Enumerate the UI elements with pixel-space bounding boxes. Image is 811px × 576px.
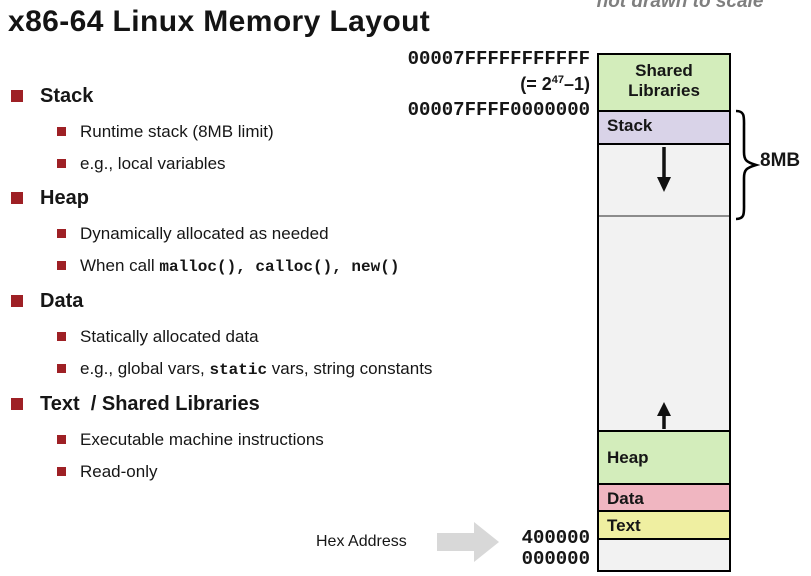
not-to-scale-note: not drawn to scale: [596, 0, 764, 12]
bullet-item-text: Dynamically allocated as needed: [80, 224, 329, 243]
segment-label-data: Data: [607, 489, 644, 508]
formula-prefix: (= 2: [520, 74, 552, 94]
bullet-item: Runtime stack (8MB limit): [55, 122, 596, 142]
segment-below-text: [599, 540, 729, 570]
segment-label-text: Text: [607, 516, 641, 535]
segment-stack: Stack: [599, 112, 729, 145]
bullet-item-text: When call malloc(), calloc(), new(): [80, 256, 400, 276]
segment-unallocated-region: [599, 217, 729, 432]
formula-exponent: 47: [551, 74, 564, 86]
level2-bullet-icon: [57, 332, 66, 341]
level2-bullet-icon: [57, 229, 66, 238]
bullet-item-text: e.g., global vars, static vars, string c…: [80, 359, 433, 379]
address-labels-bottom: 400000 000000: [438, 528, 590, 570]
bullet-item-text: Statically allocated data: [80, 327, 259, 346]
bullet-heading-text-shared-libraries: Text / Shared Libraries: [10, 392, 596, 416]
level1-bullet-icon: [11, 295, 23, 307]
address-stack-top-hex: 00007FFFF0000000: [407, 99, 590, 121]
segment-data: Data: [599, 485, 729, 512]
level2-bullet-icon: [57, 364, 66, 373]
bullet-item: Dynamically allocated as needed: [55, 224, 596, 244]
brace-8mb-icon: [735, 109, 761, 221]
segment-shared-libraries: Shared Libraries: [599, 55, 729, 112]
address-max-formula: (= 247–1): [338, 70, 590, 95]
hex-address-label: Hex Address: [316, 533, 407, 550]
address-zero-hex: 000000: [521, 548, 590, 570]
level2-bullet-icon: [57, 159, 66, 168]
bullet-item-text: Read-only: [80, 462, 158, 481]
heading-label: Text / Shared Libraries: [40, 393, 260, 415]
bullet-item: Read-only: [55, 462, 596, 482]
bullet-item: When call malloc(), calloc(), new(): [55, 256, 596, 277]
address-max-hex: 00007FFFFFFFFFFF: [407, 48, 590, 70]
page-title: x86-64 Linux Memory Layout: [8, 5, 431, 38]
bullet-item-text: Runtime stack (8MB limit): [80, 122, 274, 141]
heading-label: Stack: [40, 85, 94, 107]
inline-code: malloc(), calloc(), new(): [159, 258, 400, 276]
segment-text: Text: [599, 512, 729, 540]
bullet-item: Statically allocated data: [55, 327, 596, 347]
bullet-heading-data: Data: [10, 289, 596, 313]
bullet-heading-heap: Heap: [10, 186, 596, 210]
brace-label-8mb: 8MB: [760, 150, 801, 171]
level2-bullet-icon: [57, 127, 66, 136]
heap-growth-arrow-icon: [657, 402, 671, 429]
segment-stack-growth-region: [599, 145, 729, 217]
level2-bullet-icon: [57, 467, 66, 476]
level2-bullet-icon: [57, 261, 66, 270]
level2-bullet-icon: [57, 435, 66, 444]
segment-label-heap: Heap: [607, 447, 649, 467]
stack-growth-arrow-icon: [657, 147, 671, 192]
level1-bullet-icon: [11, 398, 23, 410]
segment-heap: Heap: [599, 432, 729, 485]
level1-bullet-icon: [11, 90, 23, 102]
segment-label-stack: Stack: [607, 116, 653, 135]
hex-address-block-arrow-icon: [437, 522, 499, 562]
bullet-item: Executable machine instructions: [55, 430, 596, 450]
bullet-item: e.g., global vars, static vars, string c…: [55, 359, 596, 380]
bullet-item-text: e.g., local variables: [80, 154, 226, 173]
bullet-heading-stack: Stack: [10, 84, 596, 108]
level1-bullet-icon: [11, 192, 23, 204]
bullet-item: e.g., local variables: [55, 154, 596, 174]
formula-suffix: –1): [563, 74, 590, 94]
segment-label-shared-libraries: Shared Libraries: [628, 61, 700, 100]
address-text-start-hex: 400000: [521, 527, 590, 549]
heading-label: Data: [40, 290, 84, 312]
inline-code: static: [209, 361, 268, 379]
bullet-item-text: Executable machine instructions: [80, 430, 324, 449]
address-labels-top: 00007FFFFFFFFFFF (= 247–1) 00007FFFF0000…: [338, 49, 590, 121]
heading-label: Heap: [40, 187, 89, 209]
